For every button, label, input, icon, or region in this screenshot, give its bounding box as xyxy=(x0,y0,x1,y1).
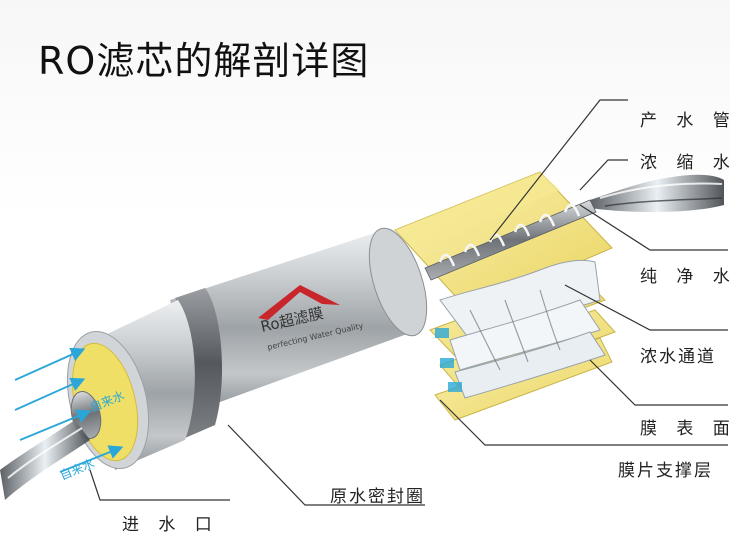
product-water-tube xyxy=(424,199,597,281)
label-concentrate: 浓 缩 水 xyxy=(640,153,730,173)
leader-concentrate-channel xyxy=(564,284,728,331)
leader-water-inlet xyxy=(89,469,230,501)
inlet-water-stream xyxy=(0,420,90,500)
filter-housing xyxy=(66,227,428,470)
label-product-tube: 产 水 管 xyxy=(640,111,730,131)
leader-pure-water xyxy=(579,204,728,251)
label-pure-water: 纯 净 水 xyxy=(640,267,730,287)
brand-logo-mark xyxy=(258,285,340,320)
label-concentrate-channel: 浓水通道 xyxy=(640,347,716,367)
label-membrane-surface: 膜 表 面 xyxy=(640,419,730,439)
label-water-inlet: 进 水 口 xyxy=(122,515,219,535)
leader-product-tube xyxy=(489,99,628,241)
water-flow-arrows xyxy=(14,347,124,473)
label-membrane-support: 膜片支撑层 xyxy=(618,461,713,481)
leader-lines xyxy=(89,99,728,506)
page-title: RO滤芯的解剖详图 xyxy=(38,39,370,83)
leader-membrane-surface xyxy=(589,359,728,406)
leader-concentrate xyxy=(579,159,628,191)
label-raw-water-seal: 原水密封圈 xyxy=(330,487,425,507)
leader-membrane-support xyxy=(439,399,728,446)
leader-raw-water-seal xyxy=(227,424,425,506)
inlet-tag-2: 自来水 xyxy=(58,456,97,482)
outlet-water-stream xyxy=(590,174,724,212)
